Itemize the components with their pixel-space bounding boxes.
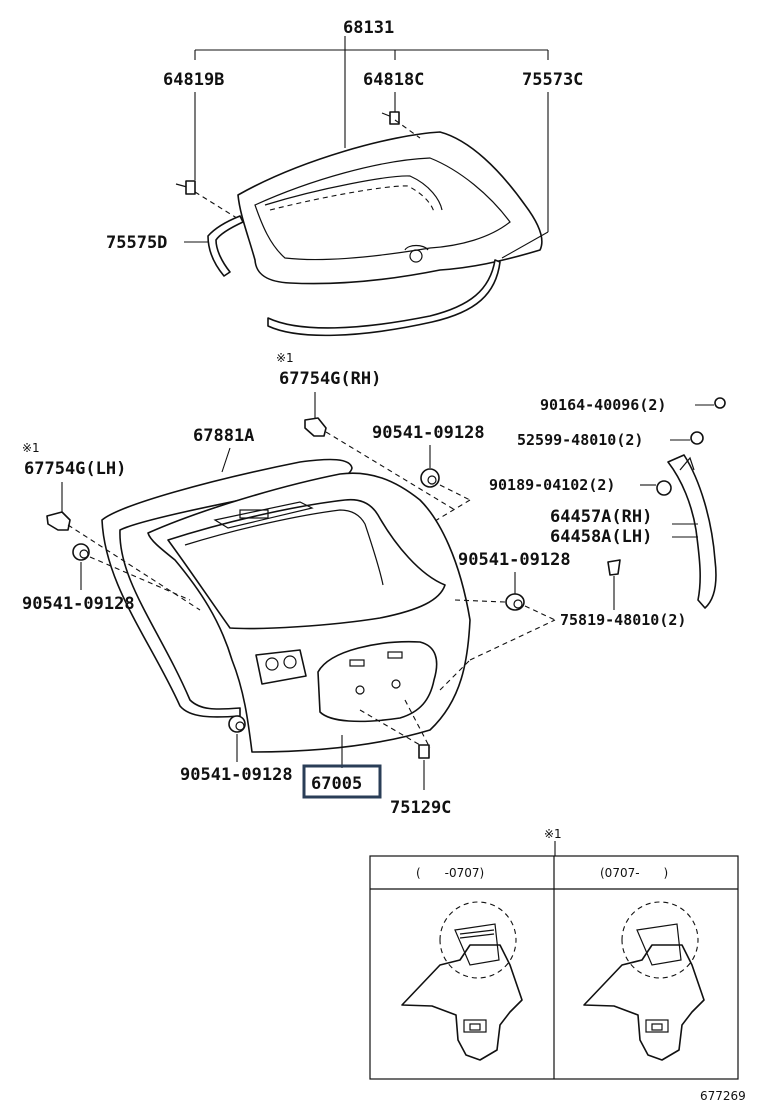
label-67754g-lh[interactable]: 67754G(LH) (24, 459, 126, 479)
label-90541-top[interactable]: 90541-09128 (372, 423, 485, 443)
note-mark-lh: ※1 (22, 441, 40, 455)
label-90541-bottom[interactable]: 90541-09128 (180, 765, 293, 785)
back-door-glass-group: 68131 64819B 64818C 75573C 75575D (106, 18, 583, 337)
label-75573c[interactable]: 75573C (522, 70, 583, 90)
detail-note-mark: ※1 (544, 827, 562, 841)
bumper-stop-90541-top (420, 468, 440, 488)
bumper-stop-90541-right (505, 593, 525, 611)
label-67754g-rh[interactable]: 67754G(RH) (279, 369, 381, 389)
screw-90164 (714, 397, 726, 409)
clip-75129c (418, 744, 430, 759)
label-67005[interactable]: 67005 (311, 774, 362, 794)
bumper-stop-90541-bottom (228, 715, 246, 733)
spoiler-64457a (667, 454, 717, 609)
figure-id: 677269 (700, 1089, 746, 1103)
label-52599[interactable]: 52599-48010(2) (517, 431, 643, 449)
back-door-glass (237, 131, 543, 285)
clip-64818c (381, 111, 400, 125)
detail-col2-header: (0707- ) (600, 866, 668, 880)
label-64818c[interactable]: 64818C (363, 70, 424, 90)
detail-col1-header: ( -0707) (416, 866, 484, 880)
hinge-detail-early (401, 901, 523, 1061)
detail-box: ※1 ( -0707) (0707- ) (369, 827, 739, 1080)
label-90541-left[interactable]: 90541-09128 (22, 594, 135, 614)
clip-75819 (607, 559, 621, 576)
hinge-detail-late (583, 901, 705, 1061)
back-door-panel-group: ※1 67754G(RH) 67881A 90541-09128 (22, 351, 726, 818)
bumper-stop-90541-left (72, 543, 90, 561)
label-90164[interactable]: 90164-40096(2) (540, 396, 666, 414)
washer-90189 (656, 480, 672, 496)
label-68131[interactable]: 68131 (343, 18, 394, 38)
weatherstrip-67881a (101, 458, 353, 718)
license-garnish-area (317, 640, 438, 723)
highlight-67005-box (302, 764, 382, 799)
clip-64819b (175, 180, 196, 195)
label-64819b[interactable]: 64819B (163, 70, 224, 90)
hinge-67754g-lh (46, 511, 71, 531)
label-75575d[interactable]: 75575D (106, 233, 167, 253)
label-75819[interactable]: 75819-48010(2) (560, 611, 686, 629)
lower-molding-75573c (267, 259, 501, 337)
nut-52599 (690, 431, 704, 445)
back-door-window-opening (167, 498, 446, 630)
label-64458a[interactable]: 64458A(LH) (550, 527, 652, 547)
side-molding-75575d (207, 215, 244, 277)
label-67881a[interactable]: 67881A (193, 426, 254, 446)
hinge-67754g-rh (304, 417, 327, 437)
label-90541-right[interactable]: 90541-09128 (458, 550, 571, 570)
note-mark-rh: ※1 (276, 351, 294, 365)
label-64457a[interactable]: 64457A(RH) (550, 507, 652, 527)
label-90189[interactable]: 90189-04102(2) (489, 476, 615, 494)
label-75129c[interactable]: 75129C (390, 798, 451, 818)
